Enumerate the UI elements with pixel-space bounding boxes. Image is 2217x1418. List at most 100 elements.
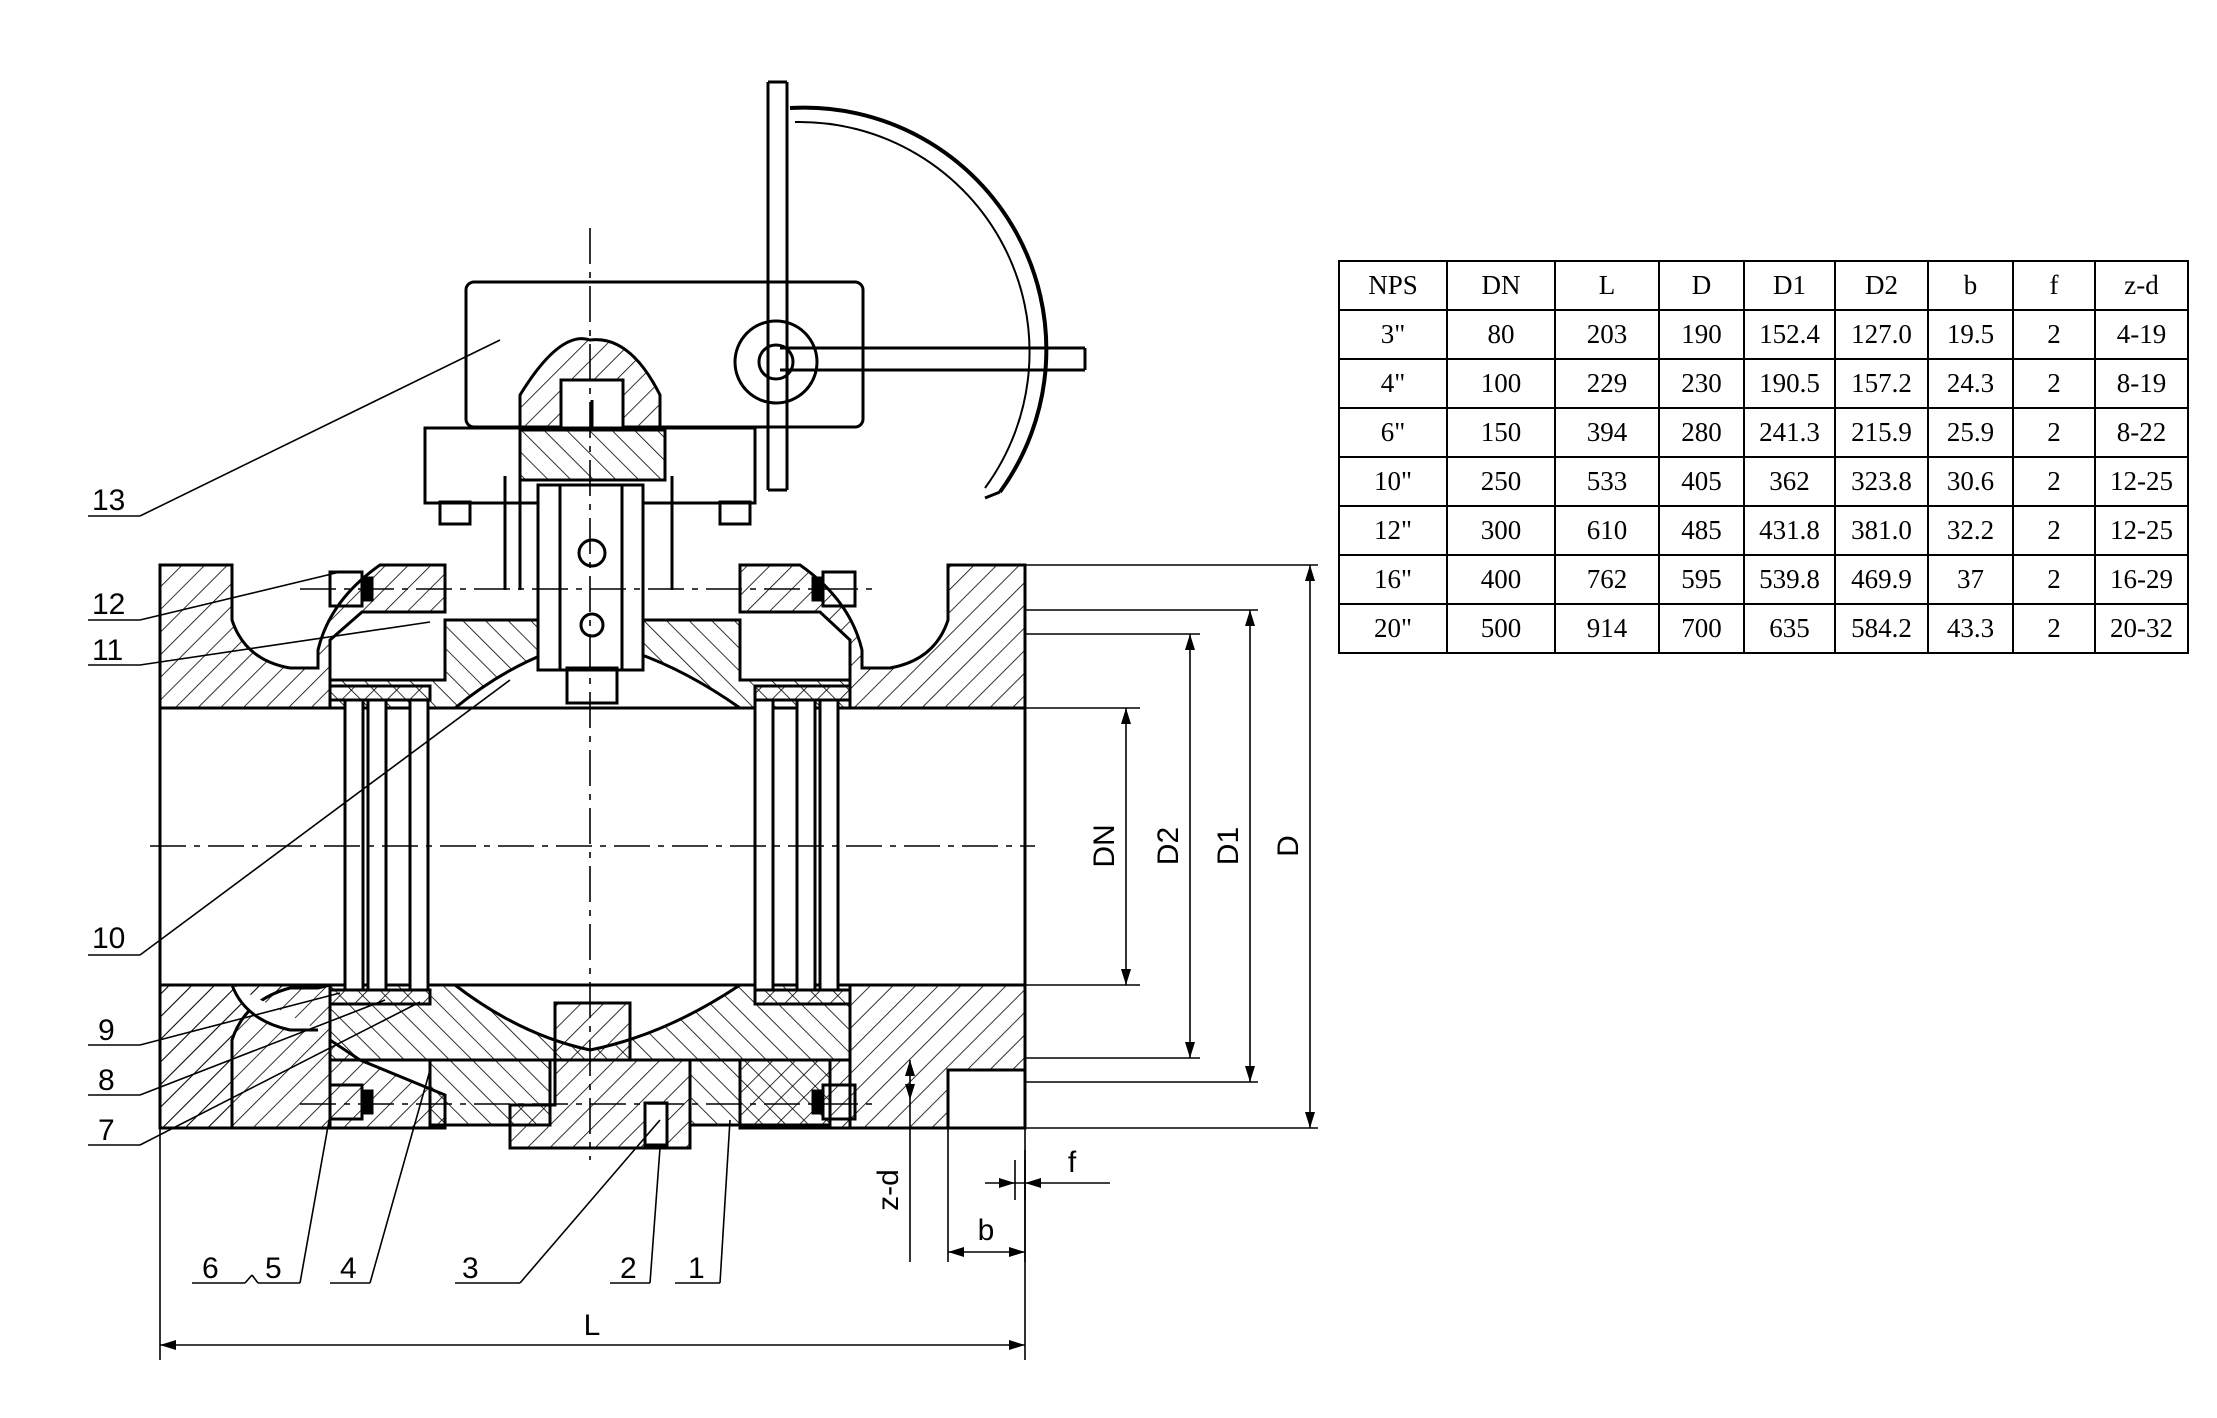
callout-2: 2 bbox=[620, 1252, 637, 1285]
table-header-cell: f bbox=[2012, 260, 2096, 311]
table-cell: 16-29 bbox=[2094, 554, 2189, 605]
table-cell: 24.3 bbox=[1927, 358, 2014, 409]
table-cell: 25.9 bbox=[1927, 407, 2014, 458]
table-header-cell: DN bbox=[1446, 260, 1556, 311]
table-cell: 485 bbox=[1658, 505, 1745, 556]
table-cell: 250 bbox=[1446, 456, 1556, 507]
dim-label-d2: D2 bbox=[1152, 827, 1185, 865]
table-cell: 381.0 bbox=[1834, 505, 1929, 556]
table-cell: 539.8 bbox=[1743, 554, 1836, 605]
table-cell: 16" bbox=[1338, 554, 1448, 605]
body-left-flange bbox=[158, 563, 447, 1130]
callout-leaders bbox=[88, 339, 731, 1284]
callout-7: 7 bbox=[98, 1114, 115, 1147]
callout-1: 1 bbox=[688, 1252, 705, 1285]
table-header-cell: D bbox=[1658, 260, 1745, 311]
table-header-cell: z-d bbox=[2094, 260, 2189, 311]
table-cell: 37 bbox=[1927, 554, 2014, 605]
callout-5: 5 bbox=[265, 1252, 282, 1285]
callout-11: 11 bbox=[92, 634, 123, 667]
dim-label-d1: D1 bbox=[1212, 827, 1245, 865]
table-cell: 400 bbox=[1446, 554, 1556, 605]
table-cell: 152.4 bbox=[1743, 309, 1836, 360]
callout-13: 13 bbox=[92, 484, 125, 517]
table-cell: 4-19 bbox=[2094, 309, 2189, 360]
table-cell: 6" bbox=[1338, 407, 1448, 458]
table-cell: 2 bbox=[2012, 554, 2096, 605]
dimension-lines bbox=[159, 564, 1318, 1360]
table-cell: 405 bbox=[1658, 456, 1745, 507]
table-cell: 4" bbox=[1338, 358, 1448, 409]
table-cell: 300 bbox=[1446, 505, 1556, 556]
callout-12: 12 bbox=[92, 588, 125, 621]
table-cell: 584.2 bbox=[1834, 603, 1929, 654]
table-cell: 610 bbox=[1554, 505, 1660, 556]
table-cell: 8-22 bbox=[2094, 407, 2189, 458]
table-cell: 323.8 bbox=[1834, 456, 1929, 507]
dimension-arrows bbox=[160, 565, 1315, 1350]
table-cell: 20-32 bbox=[2094, 603, 2189, 654]
table-cell: 100 bbox=[1446, 358, 1556, 409]
table-cell: 150 bbox=[1446, 407, 1556, 458]
table-cell: 2 bbox=[2012, 505, 2096, 556]
table-cell: 80 bbox=[1446, 309, 1556, 360]
table-cell: 500 bbox=[1446, 603, 1556, 654]
callout-8: 8 bbox=[98, 1064, 115, 1097]
body-right-flange bbox=[738, 563, 1027, 1130]
callout-number-group: 13 12 11 10 9 8 7 6 5 4 3 2 1 bbox=[92, 484, 705, 1285]
table-cell: 10" bbox=[1338, 456, 1448, 507]
dim-label-d: D bbox=[1272, 835, 1305, 857]
table-cell: 394 bbox=[1554, 407, 1660, 458]
table-cell: 32.2 bbox=[1927, 505, 2014, 556]
table-cell: 700 bbox=[1658, 603, 1745, 654]
table-cell: 533 bbox=[1554, 456, 1660, 507]
table-cell: 2 bbox=[2012, 407, 2096, 458]
center-lines bbox=[150, 228, 1035, 1160]
callout-4: 4 bbox=[340, 1252, 357, 1285]
table-cell: 12-25 bbox=[2094, 456, 2189, 507]
table-cell: 12-25 bbox=[2094, 505, 2189, 556]
dim-label-b: b bbox=[978, 1214, 995, 1247]
table-header-cell: D2 bbox=[1834, 260, 1929, 311]
table-cell: 215.9 bbox=[1834, 407, 1929, 458]
callout-10: 10 bbox=[92, 922, 125, 955]
table-cell: 2 bbox=[2012, 309, 2096, 360]
table-cell: 914 bbox=[1554, 603, 1660, 654]
table-cell: 8-19 bbox=[2094, 358, 2189, 409]
table-cell: 635 bbox=[1743, 603, 1836, 654]
table-header-cell: L bbox=[1554, 260, 1660, 311]
table-cell: 43.3 bbox=[1927, 603, 2014, 654]
table-cell: 190 bbox=[1658, 309, 1745, 360]
table-cell: 280 bbox=[1658, 407, 1745, 458]
table-cell: 30.6 bbox=[1927, 456, 2014, 507]
table-cell: 2 bbox=[2012, 456, 2096, 507]
table-cell: 241.3 bbox=[1743, 407, 1836, 458]
table-cell: 362 bbox=[1743, 456, 1836, 507]
table-cell: 19.5 bbox=[1927, 309, 2014, 360]
table-header-cell: b bbox=[1927, 260, 2014, 311]
table-cell: 762 bbox=[1554, 554, 1660, 605]
table-cell: 2 bbox=[2012, 358, 2096, 409]
dim-label-f: f bbox=[1068, 1146, 1077, 1179]
table-cell: 2 bbox=[2012, 603, 2096, 654]
table-cell: 190.5 bbox=[1743, 358, 1836, 409]
dimension-label-group: DN D2 D1 D L f b z-d bbox=[584, 824, 1305, 1342]
table-cell: 230 bbox=[1658, 358, 1745, 409]
table-cell: 20" bbox=[1338, 603, 1448, 654]
table-cell: 229 bbox=[1554, 358, 1660, 409]
callout-9: 9 bbox=[98, 1014, 115, 1047]
table-cell: 431.8 bbox=[1743, 505, 1836, 556]
dim-label-z-d: z-d bbox=[872, 1169, 905, 1211]
table-cell: 3" bbox=[1338, 309, 1448, 360]
dim-label-l: L bbox=[584, 1309, 601, 1342]
table-cell: 595 bbox=[1658, 554, 1745, 605]
table-cell: 203 bbox=[1554, 309, 1660, 360]
